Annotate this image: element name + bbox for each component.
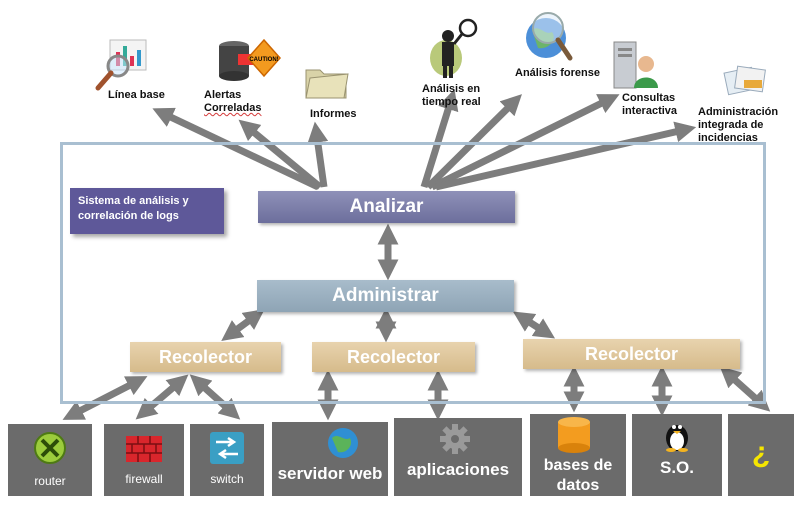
output-alertas-correladas: Alertas Correladas — [204, 89, 261, 115]
arrow-linea-base — [152, 107, 320, 191]
alertas-line-1: Alertas — [204, 89, 242, 101]
unknown-label: ¿ — [751, 436, 771, 469]
alertas-line-2: Correladas — [204, 102, 262, 114]
caution-database-icon: CAUTION! — [219, 38, 282, 81]
arrow-recol3-unknown — [719, 366, 771, 412]
admin-line-3: incidencias — [698, 132, 758, 144]
documents-icon — [723, 65, 766, 96]
so-label: S.O. — [659, 458, 694, 477]
administrar-layer: Administrar — [257, 280, 514, 312]
switch-label: switch — [210, 472, 244, 486]
source-unknown: ¿ — [728, 414, 794, 496]
source-firewall: firewall — [104, 424, 184, 496]
consultas-line-1: Consultas — [622, 92, 676, 104]
globe-icon — [328, 428, 358, 458]
output-analisis-forense: Análisis forense — [515, 67, 600, 79]
output-informes: Informes — [310, 108, 357, 120]
admin-line-1: Administración — [698, 106, 779, 118]
bases-de-datos-label: bases de datos — [530, 456, 626, 496]
source-switch: switch — [190, 424, 264, 496]
tiempo-real-line-1: Análisis en — [422, 83, 481, 95]
tiempo-real-line-2: tiempo real — [422, 96, 481, 108]
source-bases-de-datos: bases de datos — [530, 414, 626, 496]
person-magnifier-icon — [430, 18, 478, 78]
arrow-recol1-router — [62, 376, 148, 420]
analizar-layer: Analizar — [258, 191, 515, 223]
source-aplicaciones: aplicaciones — [394, 418, 522, 496]
switch-icon — [210, 432, 244, 464]
bases-line-1: bases de — [543, 457, 613, 474]
globe-magnifier-icon — [526, 12, 573, 61]
router-label: router — [34, 474, 66, 488]
arrow-alertas — [238, 119, 323, 190]
output-linea-base: Línea base — [108, 89, 165, 101]
arrow-recol1-firewall — [135, 374, 189, 420]
output-analisis-tiempo-real: Análisis en tiempo real — [422, 83, 481, 109]
firewall-icon — [126, 436, 162, 462]
arrow-recol1-switch — [189, 374, 241, 420]
output-administracion-integrada: Administración integrada de incidencias — [698, 106, 778, 145]
gear-icon — [440, 424, 470, 454]
system-label: Sistema de análisis y correlación de log… — [70, 188, 224, 234]
consultas-line-2: interactiva — [622, 105, 678, 117]
bases-line-2: datos — [556, 477, 600, 494]
router-icon — [34, 432, 66, 464]
arrow-admin — [435, 121, 697, 191]
firewall-label: firewall — [125, 472, 163, 486]
folder-icon — [305, 69, 349, 99]
database-icon — [558, 417, 590, 453]
admin-line-2: integrada de — [698, 119, 764, 131]
system-frame — [60, 142, 766, 404]
servidor-web-label: servidor web — [277, 464, 383, 483]
magnifier-chart-icon — [95, 39, 147, 91]
aplicaciones-label: aplicaciones — [406, 460, 510, 479]
source-so: S.O. — [632, 414, 722, 496]
recolector-1: Recolector — [130, 342, 281, 372]
source-router: router — [8, 424, 92, 496]
linux-penguin-icon — [666, 425, 688, 452]
arrow-admin-recol3 — [512, 311, 556, 339]
recolector-3: Recolector — [523, 339, 740, 369]
recolector-2: Recolector — [312, 342, 475, 372]
source-servidor-web: servidor web — [272, 422, 388, 496]
arrow-informes — [307, 121, 329, 188]
arrow-admin-recol1 — [221, 309, 265, 341]
server-user-icon — [613, 41, 658, 89]
output-consultas-interactiva: Consultas interactiva — [622, 92, 677, 118]
caution-sign-text: CAUTION! — [249, 57, 278, 63]
